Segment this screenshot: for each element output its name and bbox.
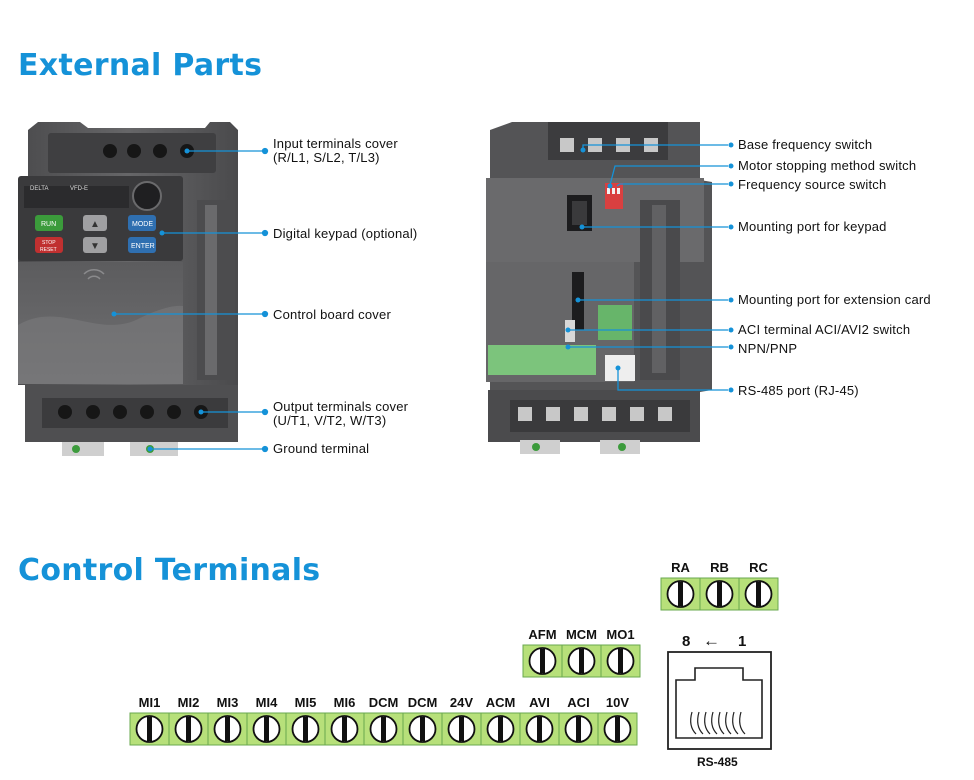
terminal-label-mi5: MI5 [295,695,317,710]
terminal-label-ra: RA [671,560,690,575]
ground-terminal [62,442,104,456]
callout-aci-switch: ACI terminal ACI/AVI2 switch [738,322,911,337]
terminal-screw-slot [615,717,620,741]
terminal-screw-slot [459,717,464,741]
terminal-label-mo1: MO1 [606,627,634,642]
terminal-label-mi4: MI4 [256,695,278,710]
terminal-screw-slot [303,717,308,741]
svg-text:RUN: RUN [41,221,56,228]
terminal-screw-slot [756,582,761,606]
terminal-screw-slot [678,582,683,606]
callout-extension-card-port: Mounting port for extension card [738,292,931,307]
callout-input-terminals-cover: Input terminals cover (R/L1, S/L2, T/L3) [273,136,398,165]
terminal-screw-slot [576,717,581,741]
callout-output-terminals-cover: Output terminals cover (U/T1, V/T2, W/T3… [273,399,409,428]
rj45-pin-low: 1 [738,633,746,650]
terminal-label-mi2: MI2 [178,695,200,710]
terminal-label-afm: AFM [528,627,556,642]
terminal-label-dcm: DCM [408,695,438,710]
terminal-screw-slot [717,582,722,606]
terminal-label-dcm: DCM [369,695,399,710]
callout-frequency-source-switch: Frequency source switch [738,177,887,192]
up-key [83,215,107,231]
rj45-pin-high: 8 [682,633,690,650]
input-terminal-holes [103,144,194,158]
front-callout-leaders [114,147,269,453]
enter-key [128,237,156,253]
svg-text:STOP: STOP [42,240,56,246]
aci-switch-block [598,305,632,340]
terminal-screw-slot [498,717,503,741]
svg-text:▲: ▲ [90,219,100,230]
terminal-screw-slot [264,717,269,741]
stop-reset-key [35,237,63,253]
svg-text:ENTER: ENTER [131,243,155,250]
svg-text:MODE: MODE [132,221,153,228]
terminal-screw-slot [342,717,347,741]
callout-ground-terminal: Ground terminal [273,441,370,456]
terminal-label-acm: ACM [486,695,516,710]
control-terminal-strip [488,345,596,375]
terminal-label-avi: AVI [529,695,550,710]
callout-base-frequency-switch: Base frequency switch [738,137,873,152]
terminal-label-10v: 10V [606,695,629,710]
rj45-socket-outline [667,651,772,750]
callout-rs485-port: RS-485 port (RJ-45) [738,383,859,398]
terminal-label-mi1: MI1 [139,695,161,710]
svg-text:▼: ▼ [90,241,100,252]
terminal-screw-slot [618,649,623,673]
mode-key [128,215,156,231]
terminal-screw-slot [579,649,584,673]
callout-npn-pnp: NPN/PNP [738,341,798,356]
terminal-screw-slot [147,717,152,741]
keypad-knob [132,181,162,211]
terminal-label-rc: RC [749,560,768,575]
terminal-label-aci: ACI [567,695,589,710]
keypad-brand-text: DELTA [30,186,48,192]
terminal-screw-slot [225,717,230,741]
callout-control-board-cover: Control board cover [273,307,391,322]
terminal-screw-slot [540,649,545,673]
rj45-contacts [690,711,746,735]
terminal-label-mi6: MI6 [334,695,356,710]
down-key [83,237,107,253]
run-key [35,215,63,231]
callout-keypad-mounting-port: Mounting port for keypad [738,219,887,234]
callout-motor-stopping-switch: Motor stopping method switch [738,158,917,173]
callout-digital-keypad: Digital keypad (optional) [273,226,418,241]
svg-text:RESET: RESET [40,247,57,253]
terminal-label-mcm: MCM [566,627,597,642]
terminal-screw-slot [381,717,386,741]
rj45-arrow: ← [703,631,720,650]
terminal-label-mi3: MI3 [217,695,239,710]
terminal-screw-slot [537,717,542,741]
back-callout-leaders [568,144,728,391]
terminal-screw-slot [186,717,191,741]
rj45-label: RS-485 [697,755,738,769]
section-title-external-parts: External Parts [18,48,263,83]
terminal-label-24v: 24V [450,695,473,710]
keypad-model-text: VFD-E [70,186,88,192]
terminal-screw-slot [420,717,425,741]
section-title-control-terminals: Control Terminals [18,553,321,588]
terminal-label-rb: RB [710,560,729,575]
